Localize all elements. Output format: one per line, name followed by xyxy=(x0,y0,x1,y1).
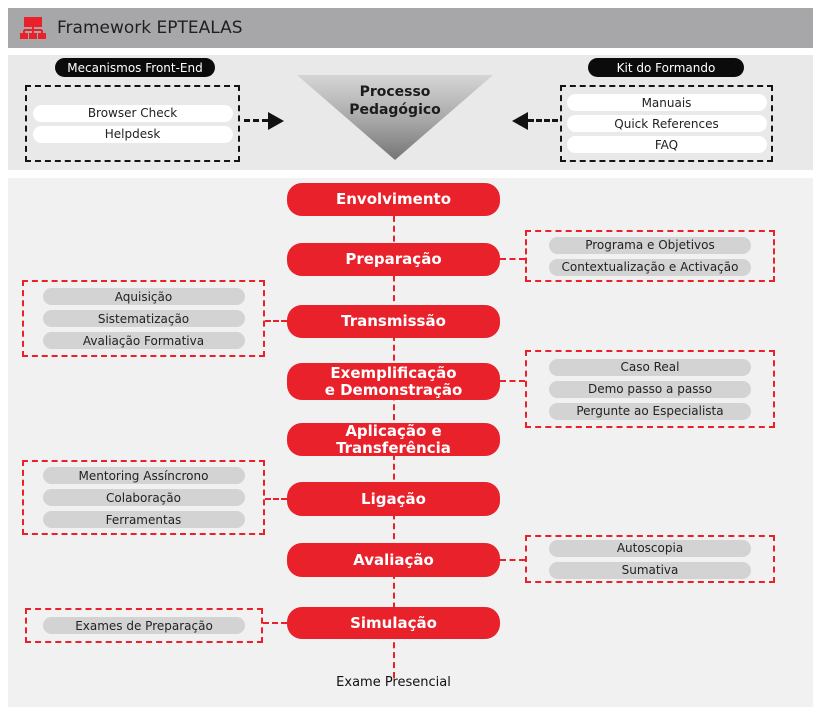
sitemap-icon xyxy=(20,17,46,39)
front-end-arrow-line xyxy=(244,119,268,122)
connector-ligacao xyxy=(265,498,287,500)
resource-pill-caso-real[interactable]: Caso Real xyxy=(549,358,751,376)
resources-ligacao-box: Mentoring Assíncrono Colaboração Ferrame… xyxy=(22,460,265,535)
resource-pill-avaliacao-formativa[interactable]: Avaliação Formativa xyxy=(42,332,245,349)
kit-item-quick-references[interactable]: Quick References xyxy=(566,115,767,132)
front-end-item-helpdesk[interactable]: Helpdesk xyxy=(32,125,233,143)
resources-exemplificacao-box: Caso Real Demo passo a passo Pergunte ao… xyxy=(525,350,775,428)
resources-avaliacao-box: Autoscopia Sumativa xyxy=(525,535,775,583)
resources-preparacao-box: Programa e Objetivos Contextualização e … xyxy=(525,230,775,282)
resources-simulacao-box: Exames de Preparação xyxy=(25,608,263,643)
resource-pill-colaboracao[interactable]: Colaboração xyxy=(42,489,245,506)
kit-item-manuais[interactable]: Manuais xyxy=(566,94,767,111)
kit-label: Kit do Formando xyxy=(588,58,744,77)
step-simulacao[interactable]: Simulação xyxy=(287,607,500,639)
connector-exemplificacao xyxy=(500,380,525,382)
connector-preparacao xyxy=(500,258,525,260)
resources-transmissao-box: Aquisição Sistematização Avaliação Forma… xyxy=(22,280,265,357)
resource-pill-exames[interactable]: Exames de Preparação xyxy=(43,617,245,634)
resource-pill-autoscopia[interactable]: Autoscopia xyxy=(549,539,751,557)
resource-pill-demo[interactable]: Demo passo a passo xyxy=(549,380,751,398)
header-bar: Framework EPTEALAS xyxy=(8,8,813,48)
step-ligacao[interactable]: Ligação xyxy=(287,482,500,516)
step-aplicacao[interactable]: Aplicação e Transferência xyxy=(287,422,500,456)
step-preparacao[interactable]: Preparação xyxy=(287,243,500,276)
funnel-title: Processo Pedagógico xyxy=(349,84,441,118)
kit-item-faq[interactable]: FAQ xyxy=(566,136,767,153)
resource-pill-sistematizacao[interactable]: Sistematização xyxy=(42,310,245,327)
step-avaliacao[interactable]: Avaliação xyxy=(287,543,500,577)
connector-transmissao xyxy=(265,320,287,322)
connector-avaliacao xyxy=(500,559,525,561)
final-step-label: Exame Presencial xyxy=(336,675,451,690)
front-end-label: Mecanismos Front-End xyxy=(55,58,215,77)
resource-pill-sumativa[interactable]: Sumativa xyxy=(549,561,751,579)
step-transmissao[interactable]: Transmissão xyxy=(287,305,500,338)
arrow-right-icon xyxy=(268,112,284,130)
resource-pill-programa[interactable]: Programa e Objetivos xyxy=(549,236,751,254)
resource-pill-pergunte[interactable]: Pergunte ao Especialista xyxy=(549,402,751,420)
kit-arrow-line xyxy=(528,119,558,122)
resource-pill-ferramentas[interactable]: Ferramentas xyxy=(42,511,245,528)
page-title: Framework EPTEALAS xyxy=(57,18,243,38)
arrow-left-icon xyxy=(512,112,528,130)
step-exemplificacao[interactable]: Exemplificação e Demonstração xyxy=(287,363,500,400)
process-panel: Envolvimento Preparação Transmissão Exem… xyxy=(8,178,813,707)
top-band: Mecanismos Front-End Browser Check Helpd… xyxy=(8,55,813,170)
connector-simulacao xyxy=(263,622,287,624)
resource-pill-contextualizacao[interactable]: Contextualização e Activação xyxy=(549,258,751,276)
front-end-box: Browser Check Helpdesk xyxy=(25,85,240,162)
resource-pill-aquisicao[interactable]: Aquisição xyxy=(42,288,245,305)
front-end-item-browser-check[interactable]: Browser Check xyxy=(32,104,233,122)
resource-pill-mentoring[interactable]: Mentoring Assíncrono xyxy=(42,467,245,484)
kit-box: Manuais Quick References FAQ xyxy=(560,85,773,162)
step-envolvimento[interactable]: Envolvimento xyxy=(287,183,500,216)
